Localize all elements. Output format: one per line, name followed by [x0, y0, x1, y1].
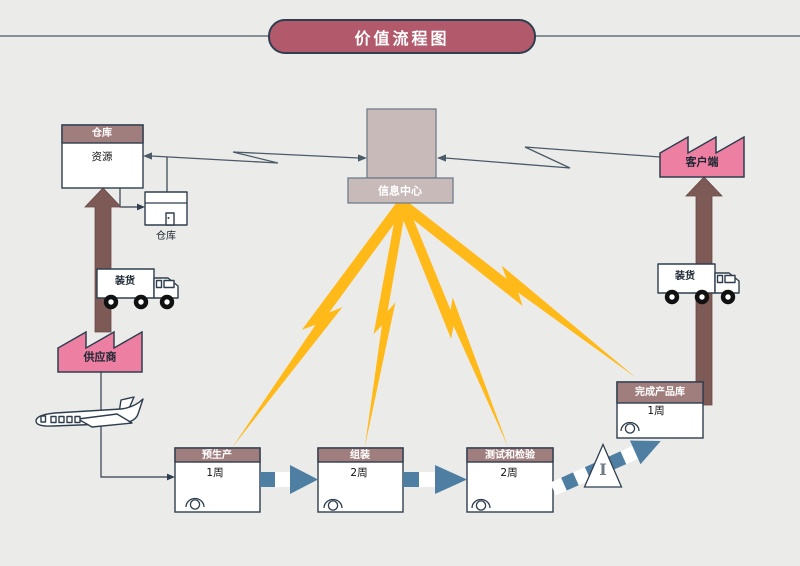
- electronic-info-flow-left[interactable]: [143, 151, 367, 164]
- connector-supplier-to-process1[interactable]: [100, 372, 175, 481]
- diagram-title-banner[interactable]: 价值流程图: [268, 19, 536, 54]
- electronic-info-flow-right[interactable]: [437, 146, 661, 169]
- mini-warehouse-icon[interactable]: [144, 191, 188, 226]
- connector-resource-to-mini-warehouse[interactable]: [119, 188, 145, 211]
- factory-icon-client[interactable]: [659, 135, 745, 178]
- push-arrow-1[interactable]: [260, 465, 318, 494]
- warehouse-resource-box[interactable]: [61, 124, 144, 189]
- lightning-bolt-2[interactable]: [356, 202, 411, 449]
- factory-icon-supplier[interactable]: [57, 330, 143, 373]
- info-center-icon[interactable]: [347, 108, 454, 204]
- process-box-3[interactable]: [466, 447, 554, 513]
- airplane-icon[interactable]: [35, 396, 144, 428]
- finished-goods-box[interactable]: [616, 381, 704, 439]
- truck-icon-left[interactable]: [96, 268, 179, 310]
- push-arrow-2[interactable]: [403, 465, 467, 494]
- lightning-bolt-3[interactable]: [393, 200, 517, 451]
- inventory-triangle-icon[interactable]: [583, 442, 623, 488]
- material-flow-arrow-left[interactable]: [84, 187, 122, 333]
- truck-icon-right[interactable]: [657, 263, 740, 305]
- page-title: 价值流程图: [354, 28, 450, 48]
- process-box-2[interactable]: [317, 447, 404, 513]
